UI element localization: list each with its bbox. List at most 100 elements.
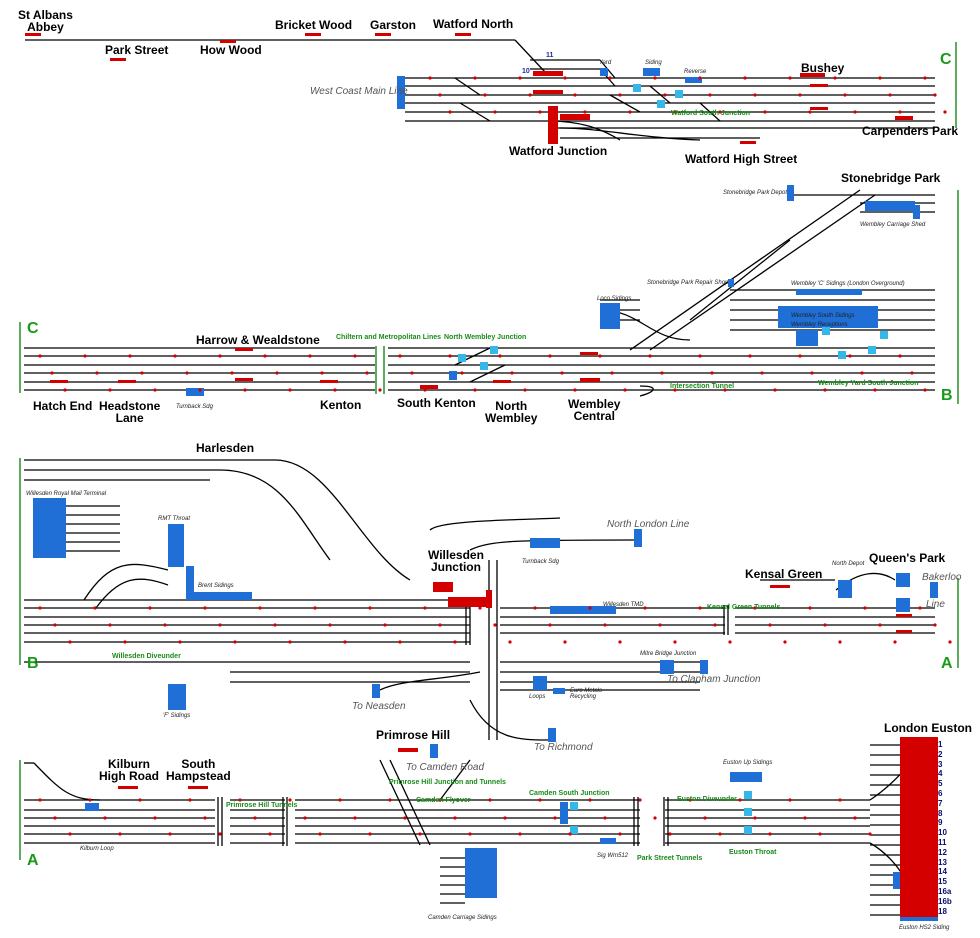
euston-platform-number: 8 <box>938 808 943 818</box>
label-bakerloo: Bakerloo <box>922 572 962 583</box>
crossover-marker <box>675 90 683 98</box>
label-to-camden-road: To Camden Road <box>406 762 485 773</box>
track-segment <box>389 759 431 846</box>
signal <box>138 798 142 802</box>
signal <box>188 798 192 802</box>
signal <box>438 623 442 627</box>
label-wembley-receptions: Wembley Receptions <box>791 322 848 328</box>
signal <box>743 76 747 80</box>
signal <box>868 832 872 836</box>
signal <box>423 606 427 610</box>
platform-block <box>896 630 912 633</box>
signal <box>173 354 177 358</box>
signal <box>108 388 112 392</box>
signal <box>93 606 97 610</box>
signal <box>918 606 922 610</box>
track-curve <box>95 578 169 609</box>
platform-block <box>560 114 590 120</box>
signal <box>553 816 557 820</box>
euston-platform-number: 2 <box>938 749 943 759</box>
section-marker-a-left: A <box>27 852 39 869</box>
siding-block <box>900 915 938 921</box>
crossover-marker <box>657 100 665 108</box>
signal <box>948 640 952 644</box>
label-camden-carriage-sidings: Camden Carriage Sidings <box>428 915 497 921</box>
signal <box>273 623 277 627</box>
station-stonebridge-park: Stonebridge Park <box>841 171 941 185</box>
track-segment <box>439 759 471 801</box>
station-kenton: Kenton <box>320 398 362 412</box>
track-curve <box>469 699 549 741</box>
signal <box>573 93 577 97</box>
siding-block <box>372 684 380 698</box>
signal <box>198 388 202 392</box>
platform-block <box>433 582 453 592</box>
track-segment <box>454 77 481 96</box>
label-sig-wm512: Sig Wm512 <box>597 853 629 859</box>
platform-block <box>770 585 790 588</box>
signal <box>588 798 592 802</box>
label-brent-sidings: Brent Sidings <box>198 583 234 589</box>
signal <box>468 832 472 836</box>
signal <box>438 798 442 802</box>
siding-block <box>186 388 204 396</box>
signal <box>618 832 622 836</box>
platform-block <box>320 380 338 383</box>
signal <box>533 606 537 610</box>
label-wembley-yard-south-junction: Wembley Yard South Junction <box>818 380 919 387</box>
signal <box>38 354 42 358</box>
signal <box>460 371 464 375</box>
platform-block <box>25 33 41 36</box>
label-willesden-royal-mail: Willesden Royal Mail Terminal <box>26 491 107 497</box>
label-euston-diveunder: Euston Diveunder <box>677 796 737 803</box>
signal <box>898 354 902 358</box>
euston-platform-number: 1 <box>938 740 943 749</box>
euston-platform-number: 11 <box>938 838 947 847</box>
crossover-marker <box>838 351 846 359</box>
signal <box>798 93 802 97</box>
signal <box>303 816 307 820</box>
euston-platform-number: 7 <box>938 798 943 808</box>
section-marker-c-top: C <box>940 51 952 68</box>
signal <box>288 798 292 802</box>
station-carpenders-park: Carpenders Park <box>862 124 959 138</box>
station-willesden-junction: Willesden Junction <box>428 548 484 574</box>
signal <box>388 798 392 802</box>
signal <box>423 388 427 392</box>
signal <box>893 640 897 644</box>
station-kilburn-high-road: Kilburn High Road <box>99 757 159 783</box>
signal <box>418 832 422 836</box>
siding-block <box>838 580 852 598</box>
crossover-marker <box>744 791 752 799</box>
station-london-euston: London Euston <box>884 721 972 735</box>
label-primrose-hill-junction: Primrose Hill Junction and Tunnels <box>389 779 506 786</box>
signal <box>320 371 324 375</box>
track-number-11: 11 <box>546 52 554 59</box>
signal <box>318 832 322 836</box>
siding-block <box>865 201 915 211</box>
siding-blocks <box>33 68 938 921</box>
signal <box>493 110 497 114</box>
siding-block <box>600 68 608 76</box>
label-park-street-tunnels: Park Street Tunnels <box>637 855 703 862</box>
signal <box>623 388 627 392</box>
station-south-kenton: South Kenton <box>397 396 476 410</box>
signal <box>823 623 827 627</box>
euston-platform-number: 9 <box>938 818 943 828</box>
label-kilburn-loop: Kilburn Loop <box>80 846 114 852</box>
signal <box>760 371 764 375</box>
signal <box>810 371 814 375</box>
signal <box>365 371 369 375</box>
platform-block <box>235 348 253 351</box>
signal <box>933 623 937 627</box>
siding-block <box>553 688 565 694</box>
signal <box>483 93 487 97</box>
signal <box>643 606 647 610</box>
signal <box>473 76 477 80</box>
crossover-marker <box>633 84 641 92</box>
siding-block <box>85 803 99 811</box>
signal <box>168 832 172 836</box>
signal <box>888 93 892 97</box>
signal <box>448 354 452 358</box>
